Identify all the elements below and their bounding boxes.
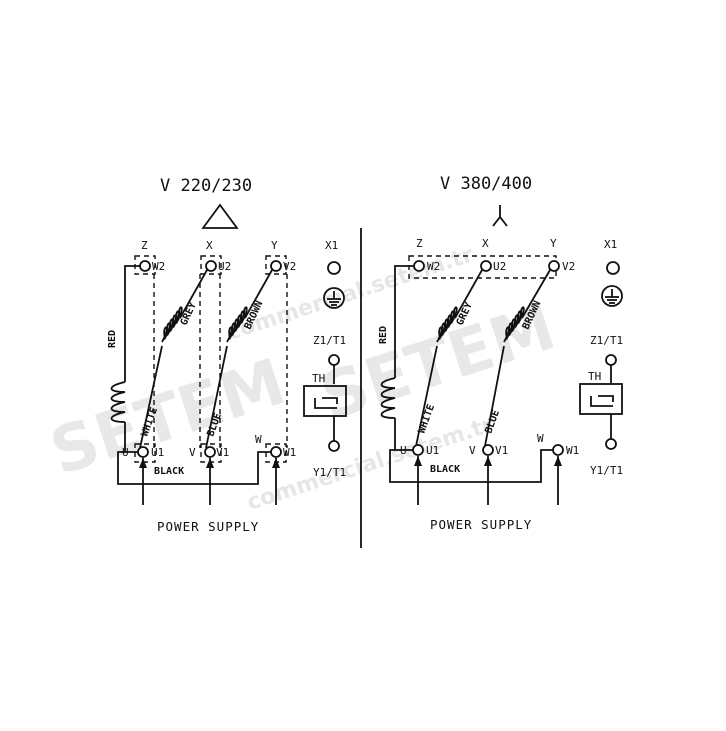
left-bridge-y [265, 255, 287, 275]
right-title: V 380/400 [440, 174, 532, 194]
right-black-wire [389, 449, 553, 483]
right-red-wire [394, 265, 414, 378]
right-power-supply-label: POWER SUPPLY [430, 517, 532, 532]
left-title: V 220/230 [160, 176, 252, 196]
right-grey-coil [436, 306, 458, 343]
right-label-th: TH [588, 370, 601, 383]
right-terminal-x1 [606, 261, 620, 275]
right-red-label: RED [378, 326, 389, 344]
right-label-v2: V2 [562, 260, 575, 273]
right-label-w2: W2 [427, 260, 440, 273]
left-terminal-v2 [270, 260, 282, 272]
left-terminal-x1 [327, 261, 341, 275]
right-brown-coil [503, 306, 525, 343]
left-terminal-w2 [139, 260, 151, 272]
left-label-z: Z [141, 239, 148, 252]
watermark: SETEM SETEM commercial.setem.tr commerci… [42, 242, 564, 515]
left-brown-coil [226, 306, 248, 343]
left-bridge-u [134, 443, 156, 463]
right-terminal-v1 [482, 444, 494, 456]
right-diagram: V 380/400 Z X Y X1 W2 U2 V2 RED GREY [378, 174, 623, 532]
left-red-label: RED [107, 330, 118, 348]
left-earth-icon [323, 287, 345, 309]
right-label-y: Y [550, 237, 557, 250]
left-power-supply-label: POWER SUPPLY [157, 519, 259, 534]
left-label-x1: X1 [325, 239, 338, 252]
left-red-wire [124, 265, 140, 382]
right-supply-arrows [414, 456, 562, 505]
left-bridge-x [200, 255, 222, 275]
right-earth-icon [601, 285, 623, 307]
right-label-u: U [400, 444, 407, 457]
left-diagram: V 220/230 Z X Y X1 W2 U2 V2 [107, 176, 347, 534]
left-blue-wire [205, 345, 228, 449]
right-terminal-w2 [413, 260, 425, 272]
left-label-y: Y [271, 239, 278, 252]
left-bridge-z [134, 255, 156, 275]
left-label-u1: U1 [151, 446, 164, 459]
right-label-x1: X1 [604, 238, 617, 251]
left-label-y1t1: Y1/T1 [313, 466, 346, 479]
left-red-coil [110, 381, 126, 423]
left-label-x: X [206, 239, 213, 252]
right-label-v: V [469, 444, 476, 457]
right-blue-wire [484, 345, 505, 447]
left-label-v: V [189, 446, 196, 459]
left-grey-coil [161, 306, 183, 343]
left-terminal-u1 [137, 446, 149, 458]
right-terminal-u1 [412, 444, 424, 456]
right-label-v1: V1 [495, 444, 508, 457]
left-grey-label: GREY [179, 301, 199, 327]
left-supply-arrows [139, 458, 280, 505]
right-red-coil [380, 377, 396, 419]
right-thermal-switch [579, 383, 623, 415]
delta-icon [201, 203, 239, 229]
right-label-u2: U2 [493, 260, 506, 273]
right-label-z: Z [416, 237, 423, 250]
left-label-th: TH [312, 372, 325, 385]
left-black-wire [117, 451, 271, 485]
right-terminal-z1 [605, 354, 617, 366]
left-white-wire [139, 345, 163, 449]
left-label-w1: W1 [283, 446, 296, 459]
left-black-label: BLACK [154, 466, 184, 477]
left-label-u: U [122, 446, 129, 459]
left-label-v2: V2 [283, 260, 296, 273]
left-thermal-switch [303, 385, 347, 417]
left-terminal-u2 [205, 260, 217, 272]
left-label-w2: W2 [152, 260, 165, 273]
right-terminal-y1 [605, 438, 617, 450]
left-terminal-w1 [270, 446, 282, 458]
right-label-y1t1: Y1/T1 [590, 464, 623, 477]
left-terminal-z1 [328, 354, 340, 366]
right-label-w: W [537, 432, 544, 445]
left-label-w: W [255, 433, 262, 446]
left-label-z1t1: Z1/T1 [313, 334, 346, 347]
left-terminal-y1 [328, 440, 340, 452]
right-label-w1: W1 [566, 444, 579, 457]
right-white-wire [415, 345, 438, 447]
right-terminal-u2 [480, 260, 492, 272]
right-label-x: X [482, 237, 489, 250]
star-icon [492, 205, 508, 227]
left-terminal-v1 [204, 446, 216, 458]
right-label-u1: U1 [426, 444, 439, 457]
right-label-z1t1: Z1/T1 [590, 334, 623, 347]
right-terminal-v2 [548, 260, 560, 272]
right-terminal-w1 [552, 444, 564, 456]
left-label-u2: U2 [218, 260, 231, 273]
right-black-label: BLACK [430, 464, 460, 475]
left-label-v1: V1 [216, 446, 229, 459]
